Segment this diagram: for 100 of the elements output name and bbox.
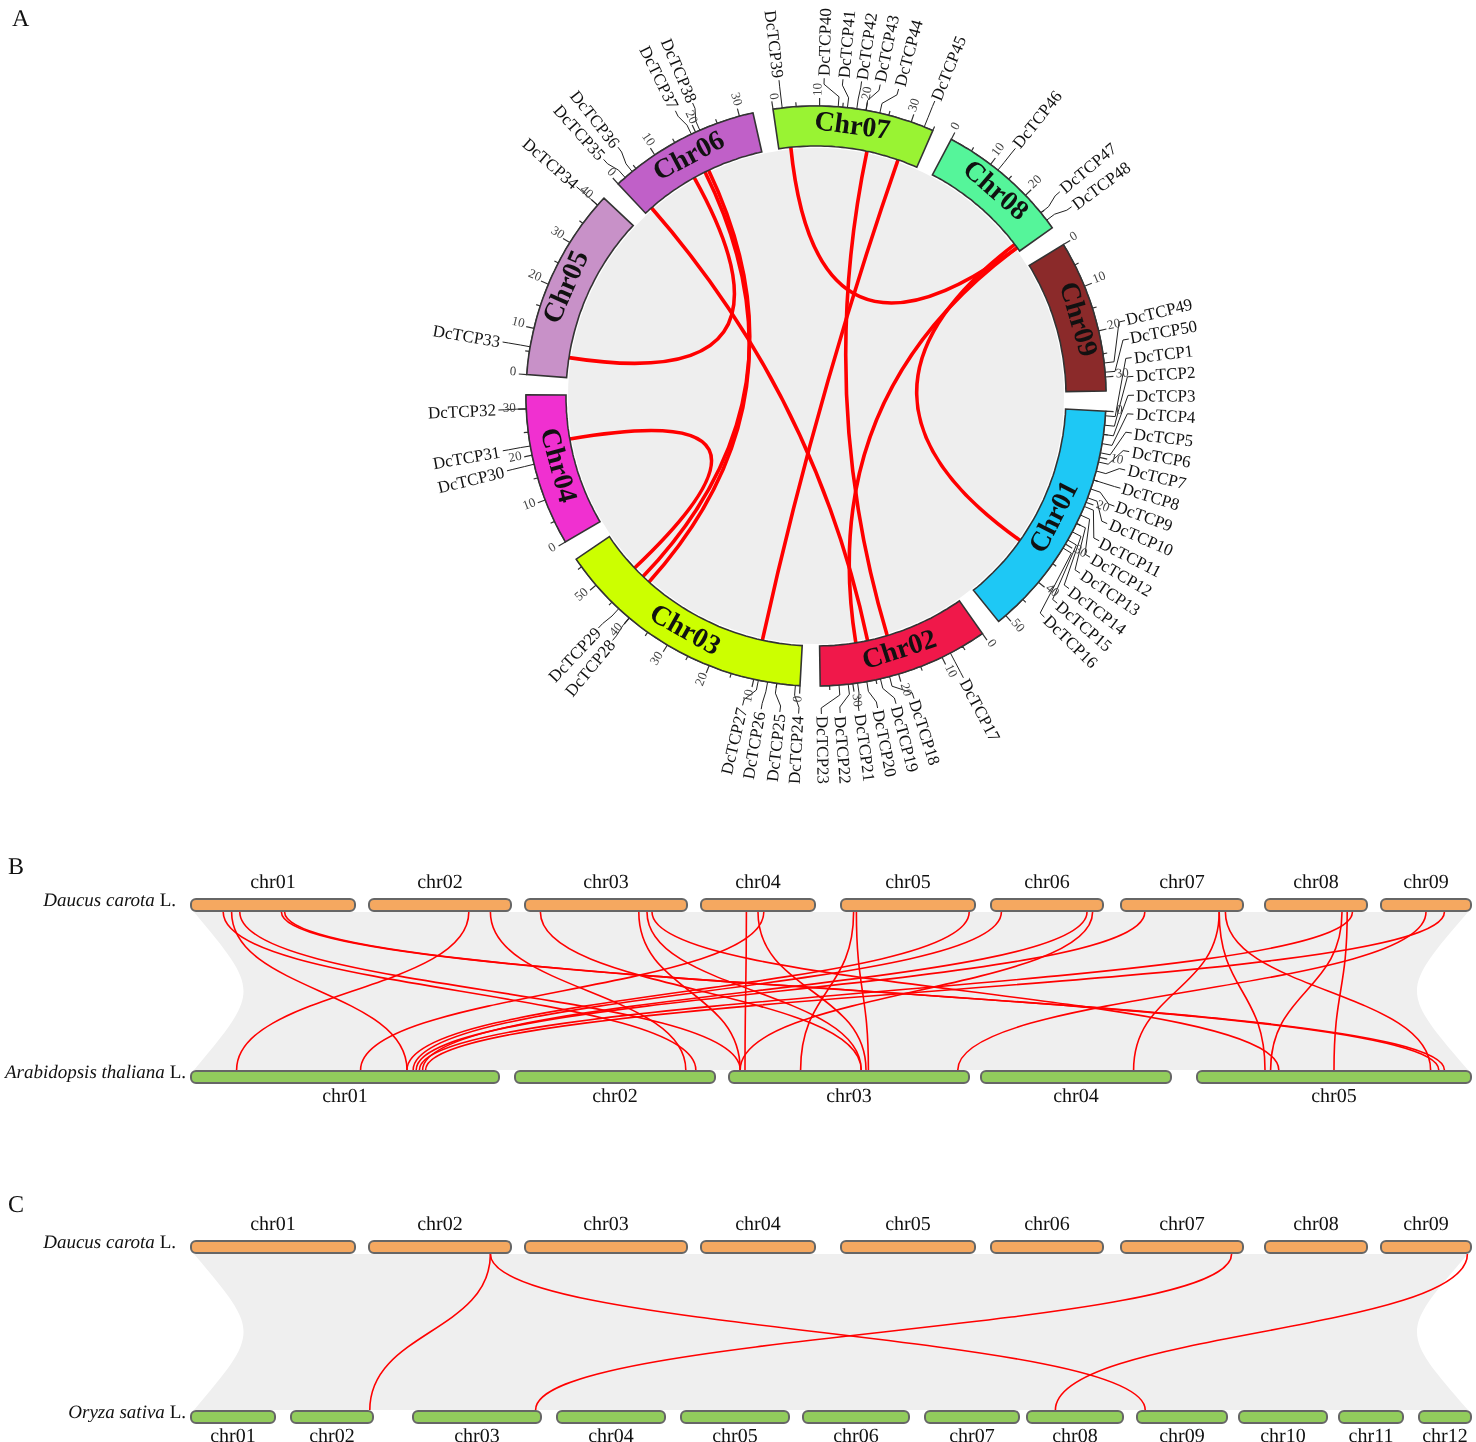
gene-label: DcTCP32: [428, 401, 497, 422]
gene-label: DcTCP3: [1135, 386, 1196, 404]
chromosome-label: chr08: [1293, 1216, 1339, 1236]
chromosome-label: chr07: [1159, 1216, 1205, 1236]
chromosome-label: Chr05: [540, 247, 597, 329]
synteny-link: [568, 176, 737, 366]
synteny-link: [843, 150, 889, 637]
synteny-link: [235, 911, 470, 1071]
species-label: Arabidopsis thaliana L.: [4, 1066, 186, 1085]
leader-line: [502, 445, 531, 452]
chromosome-label: chr01: [250, 874, 296, 894]
synteny-link: [359, 911, 765, 1071]
species-label: Daucus carota L.: [43, 1236, 176, 1255]
synteny-link: [1269, 911, 1343, 1071]
chromosome-label: chr03: [454, 1428, 500, 1442]
chromosome-label: chr06: [1024, 1216, 1070, 1236]
synteny-link: [915, 243, 1022, 542]
gene-label: DcTCP40: [815, 7, 835, 77]
leader-line: [506, 463, 535, 472]
synteny-link: [1054, 1253, 1469, 1411]
chromosome-label: chr09: [1403, 1216, 1449, 1236]
synteny-link: [489, 911, 687, 1071]
leader-line: [1087, 497, 1108, 525]
synteny-link: [957, 911, 1427, 1071]
chromosome-label: chr11: [1348, 1428, 1394, 1442]
synteny-link: [638, 911, 741, 1071]
synteny-link: [1132, 911, 1220, 1071]
synteny-link: [847, 246, 1019, 643]
leader-line: [856, 80, 863, 110]
leader-line: [1101, 413, 1134, 446]
gene-label: DcTCP41: [834, 8, 858, 78]
leader-line: [1104, 338, 1130, 373]
synteny-link: [1224, 911, 1432, 1071]
synteny-link: [230, 911, 408, 1071]
leader-line: [794, 684, 800, 715]
synteny-link: [489, 1253, 1146, 1411]
chromosome-label: Chr09: [1051, 280, 1100, 362]
leader-line: [866, 681, 879, 709]
gene-label: DcTCP23: [812, 715, 831, 785]
chromosome-label: chr08: [1293, 874, 1339, 894]
chromosome-label: chr04: [735, 874, 781, 894]
leader-line: [879, 88, 900, 114]
leader-line: [857, 682, 860, 712]
synteny-link: [534, 1253, 1233, 1411]
synteny-link: [646, 911, 862, 1071]
chromosome-label: chr08: [1052, 1428, 1098, 1442]
leader-line: [692, 102, 701, 131]
gene-label: DcTCP50: [1129, 318, 1200, 347]
synteny-link: [1333, 911, 1348, 1071]
synteny-link: [757, 911, 867, 1071]
leader-line: [1104, 375, 1134, 427]
leader-line: [820, 684, 841, 715]
synteny-link: [744, 911, 748, 1071]
gene-label: DcTCP5: [1132, 424, 1194, 449]
synteny-link: [739, 911, 1094, 1071]
leader-line: [865, 84, 881, 111]
chromosome-label: chr02: [592, 1088, 638, 1108]
chromosome-label: chr04: [735, 1216, 781, 1236]
synteny-link: [369, 1253, 492, 1411]
leader-line: [1046, 206, 1073, 221]
gene-label: DcTCP33: [432, 321, 503, 351]
synteny-link: [650, 206, 870, 641]
leader-line: [778, 79, 783, 109]
leader-line: [1063, 531, 1082, 590]
leader-line: [1093, 479, 1121, 489]
chromosome-label: Chr02: [858, 627, 940, 678]
leader-line: [617, 146, 633, 173]
leader-line: [1104, 357, 1133, 418]
chromosome-label: chr01: [250, 1216, 296, 1236]
gene-label: DcTCP39: [762, 9, 788, 80]
chromosome-label: chr06: [833, 1428, 879, 1442]
chromosome-label: chr01: [210, 1428, 256, 1442]
gene-label: DcTCP2: [1134, 364, 1196, 385]
leader-line: [1097, 450, 1130, 465]
chromosome-label: chr05: [885, 874, 931, 894]
leader-line: [949, 652, 964, 679]
leader-line: [997, 147, 1016, 171]
panel-letter: B: [8, 854, 25, 878]
chromosome-label: chr05: [885, 1216, 931, 1236]
chromosome-label: chr03: [583, 874, 629, 894]
leader-line: [760, 681, 769, 710]
leader-line: [774, 682, 782, 713]
gene-label: DcTCP24: [786, 715, 807, 784]
chromosome-label: chr07: [949, 1428, 995, 1442]
gene-label: DcTCP4: [1135, 405, 1196, 427]
species-label: Daucus carota L.: [43, 894, 176, 913]
species-label: Oryza sativa L.: [68, 1406, 186, 1425]
chromosome-label: chr02: [417, 1216, 463, 1236]
chromosome-label: chr01: [322, 1088, 368, 1108]
leader-line: [674, 110, 692, 135]
leader-line: [841, 78, 850, 109]
chromosome-label: Chr07: [812, 109, 892, 148]
leader-line: [1039, 547, 1072, 618]
chromosome-label: chr07: [1159, 874, 1205, 894]
synteny-link: [569, 428, 714, 570]
leader-line: [1103, 320, 1126, 364]
synteny-link: [799, 911, 855, 1071]
chromosome-label: chr04: [588, 1428, 634, 1442]
leader-line: [597, 608, 620, 629]
leader-line: [612, 617, 630, 641]
